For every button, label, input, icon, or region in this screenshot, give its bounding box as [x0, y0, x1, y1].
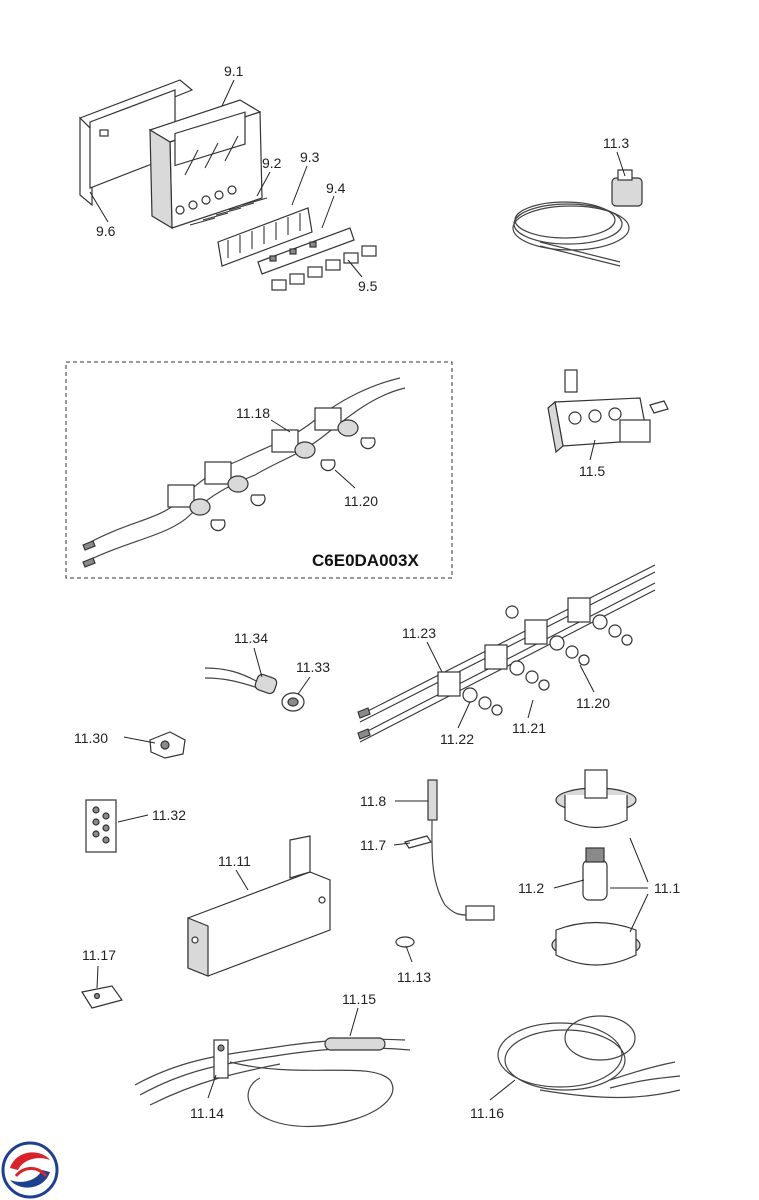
- label-11-32: 11.32: [152, 807, 186, 823]
- part-11-3-thermostat: [512, 169, 643, 267]
- switch-block-3: [524, 619, 590, 666]
- part-9-3-contact-block: [217, 207, 313, 267]
- part-11-30-clip: [149, 731, 186, 759]
- label-11-17: 11.17: [82, 947, 116, 963]
- label-11-20: 11.20: [576, 695, 610, 711]
- label-11-22: 11.22: [440, 731, 474, 747]
- label-9-4: 9.4: [326, 180, 346, 196]
- part-9-1-timer: [148, 99, 263, 230]
- part-9-2-shafts: [189, 197, 268, 226]
- label-11-8: 11.8: [360, 793, 386, 809]
- part-11-23-switch-assembly: [357, 564, 656, 743]
- part-11-33-bulb-holder: [281, 692, 305, 712]
- kit-code: C6E0DA003X: [312, 551, 419, 570]
- label-11-14: 11.14: [190, 1105, 224, 1121]
- label-9-2: 9.2: [262, 155, 282, 171]
- ignition-switch-4: [314, 407, 376, 450]
- part-11-17-bracket: [81, 985, 123, 1009]
- label-9-1: 9.1: [224, 63, 244, 79]
- label-11-1: 11.1: [654, 880, 680, 896]
- label-11-11: 11.11: [218, 853, 251, 869]
- label-9-5: 9.5: [358, 278, 378, 294]
- label-11-2: 11.2: [518, 880, 544, 896]
- switch-block-4: [567, 597, 633, 646]
- label-11-33: 11.33: [296, 659, 330, 675]
- timer-assembly: [78, 79, 377, 291]
- label-11-30: 11.30: [74, 730, 108, 746]
- ignition-switch-1: [167, 484, 226, 532]
- part-11-13-washer: [395, 936, 415, 948]
- part-11-34-lamp-switch: [204, 667, 278, 695]
- switch-block-2: [484, 644, 550, 691]
- part-11-14-clamp: [213, 1039, 229, 1079]
- label-11-21: 11.21: [512, 720, 546, 736]
- switch-block-1: [437, 671, 503, 716]
- ignition-kit-box: [65, 361, 453, 579]
- label-11-20-kit: 11.20: [344, 493, 378, 509]
- ignition-switch-2: [204, 461, 266, 507]
- label-11-34: 11.34: [234, 630, 268, 646]
- part-11-11-heat-shield: [187, 835, 331, 977]
- part-11-7-clip: [404, 835, 432, 849]
- label-11-3: 11.3: [603, 135, 629, 151]
- ignition-switch-3: [271, 429, 336, 472]
- brand-swirl-logo-icon: [1, 1141, 59, 1199]
- leader-lines: [89, 79, 649, 1101]
- label-11-15: 11.15: [342, 991, 376, 1007]
- label-11-23: 11.23: [402, 625, 436, 641]
- part-11-5-spark-generator: [547, 369, 669, 454]
- part-labels: 9.1 9.2 9.3 9.4 9.5 9.6 11.3 11.18 11.20…: [74, 63, 680, 1121]
- label-11-7: 11.7: [360, 837, 386, 853]
- label-11-13: 11.13: [397, 969, 431, 985]
- part-11-1-oven-lamp: [551, 769, 641, 966]
- part-9-4-panel: [257, 227, 355, 275]
- part-9-6-frame: [78, 79, 194, 207]
- part-11-16-wiring-loom: [497, 1015, 681, 1099]
- label-11-18: 11.18: [236, 405, 270, 421]
- label-11-5: 11.5: [579, 463, 605, 479]
- part-11-8-thermocouple: [427, 779, 495, 921]
- label-9-6: 9.6: [96, 223, 116, 239]
- part-9-5-buttons: [271, 245, 377, 291]
- part-11-2-bulb: [582, 847, 608, 901]
- label-9-3: 9.3: [300, 149, 320, 165]
- part-11-32-terminal-block: [85, 799, 117, 853]
- label-11-16: 11.16: [470, 1105, 504, 1121]
- part-11-15-harness: [134, 1037, 411, 1128]
